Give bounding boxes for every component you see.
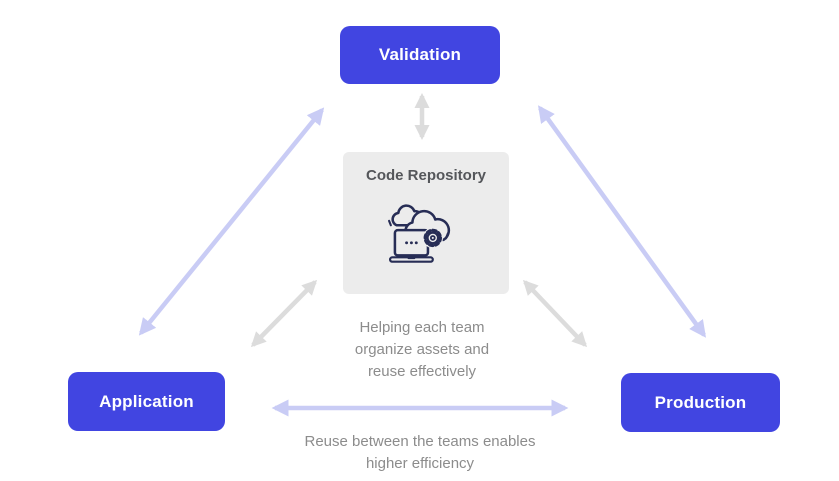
node-validation: Validation bbox=[340, 26, 500, 84]
node-production: Production bbox=[621, 373, 780, 432]
bottom-caption-line: Reuse between the teams enables bbox=[304, 433, 536, 450]
hub-caption-line: organize assets and bbox=[354, 341, 490, 358]
arrow-validation-production bbox=[538, 105, 706, 338]
code-repository-title: Code Repository bbox=[365, 167, 486, 184]
node-application-label: Application bbox=[99, 391, 194, 411]
arrow-validation-application bbox=[138, 107, 325, 336]
hub-caption-line: Helping each team bbox=[359, 319, 485, 336]
node-application: Application bbox=[68, 372, 225, 431]
arrow-application-repository bbox=[250, 279, 318, 348]
hub-caption: Helping each team organize assets and re… bbox=[322, 317, 522, 383]
bottom-caption-line: higher efficiency bbox=[365, 455, 475, 472]
node-production-label: Production bbox=[654, 392, 747, 412]
arrow-production-repository bbox=[522, 279, 588, 348]
bottom-caption: Reuse between the teams enables higher e… bbox=[260, 431, 580, 475]
node-validation-label: Validation bbox=[378, 45, 462, 64]
hub-caption-line: reuse effectively bbox=[367, 363, 477, 380]
cloud-gear-laptop-icon bbox=[387, 184, 465, 294]
code-repository-card: Code Repository bbox=[343, 152, 509, 294]
